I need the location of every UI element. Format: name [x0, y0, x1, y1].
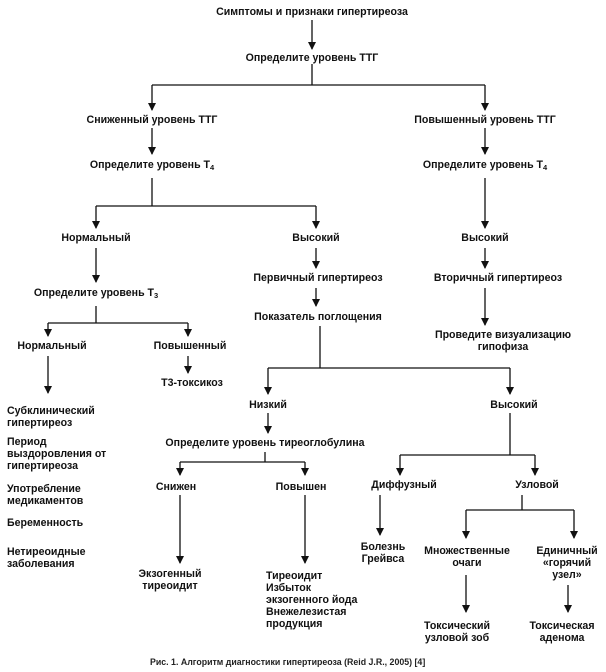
node-secondary-hyperthyroidism-label: Вторичный гипертиреоз — [433, 272, 563, 284]
node-pregnancy-label: Беременность — [7, 517, 84, 529]
node-normal-t3: Нормальный — [17, 340, 86, 352]
node-recovery-line3: гипертиреоза — [7, 460, 78, 472]
node-uptake-label: Показатель поглощения — [254, 311, 382, 323]
node-diffuse-label: Диффузный — [371, 479, 437, 491]
t4-left-subscript: 4 — [210, 163, 215, 172]
node-multiple-foci-line2: очаги — [452, 557, 482, 569]
node-increased: Повышен — [276, 481, 327, 493]
node-determine-tsh: Определите уровень ТТГ — [246, 52, 379, 64]
node-pregnancy: Беременность — [7, 517, 83, 529]
node-determine-t4-left: Определите уровень Т4 — [90, 159, 214, 171]
node-single-hot-nodule-line3: узел» — [552, 569, 582, 581]
node-determine-t4-right: Определите уровень Т4 — [423, 159, 547, 171]
node-drugs-line1: Употребление — [7, 483, 81, 495]
node-nodular-label: Узловой — [515, 479, 559, 491]
node-symptoms-label: Симптомы и признаки гипертиреоза — [216, 6, 408, 18]
node-symptoms: Симптомы и признаки гипертиреоза — [216, 6, 408, 18]
node-low-tsh-label: Сниженный уровень ТТГ — [86, 114, 218, 126]
node-low-tsh: Сниженный уровень ТТГ — [87, 114, 218, 126]
node-determine-thyroglobulin-label: Определите уровень тиреоглобулина — [165, 437, 365, 449]
node-toxic-nodular-goiter-line2: узловой зоб — [424, 632, 490, 644]
node-increased-label: Повышен — [275, 481, 327, 493]
node-subclinical-line2: гипертиреоз — [7, 417, 73, 429]
node-primary-hyperthyroidism: Первичный гипертиреоз — [253, 272, 382, 284]
node-toxic-nodular-goiter-line1: Токсический — [424, 620, 490, 632]
node-exogenous-thyroiditis-line1: Экзогенный — [138, 568, 202, 580]
node-diffuse: Диффузный — [371, 479, 436, 491]
node-thyroiditis-line2: Избыток — [266, 582, 312, 594]
node-high-uptake-label: Высокий — [490, 399, 538, 411]
node-nodular: Узловой — [515, 479, 559, 491]
node-drugs-line2: медикаментов — [7, 495, 84, 507]
node-multiple-foci-line1: Множественные — [424, 545, 510, 557]
node-secondary-hyperthyroidism: Вторичный гипертиреоз — [434, 272, 562, 284]
node-reduced-label: Снижен — [155, 481, 197, 493]
node-t3-toxicosis: Т3-токсикоз — [161, 377, 223, 389]
node-subclinical-line1: Субклинический — [7, 405, 95, 417]
node-reduced: Снижен — [156, 481, 196, 493]
node-high-t4-label: Высокий — [292, 232, 340, 244]
node-high-uptake: Высокий — [490, 399, 537, 411]
figure-caption: Рис. 1. Алгоритм диагностики гипертиреоз… — [150, 657, 426, 667]
node-primary-hyperthyroidism-label: Первичный гипертиреоз — [253, 272, 383, 284]
node-thyroiditis-line5: продукция — [266, 618, 323, 630]
node-determine-tsh-label: Определите уровень ТТГ — [245, 52, 379, 64]
node-thyroiditis-line3: экзогенного йода — [266, 594, 358, 606]
node-determine-t4-left-label: Определите уровень Т — [89, 159, 210, 171]
node-determine-t4-right-label: Определите уровень Т — [422, 159, 543, 171]
node-high-t4: Высокий — [292, 232, 339, 244]
node-high-t4-right-label: Высокий — [461, 232, 509, 244]
node-single-hot-nodule-line2: «горячий — [542, 557, 592, 569]
t4-right-subscript: 4 — [543, 163, 548, 172]
node-determine-t3: Определите уровень Т3 — [34, 287, 158, 299]
node-low-uptake: Низкий — [249, 399, 287, 411]
t3-subscript: 3 — [154, 291, 159, 300]
node-recovery-line1: Период — [7, 436, 47, 448]
node-exogenous-thyroiditis-line2: тиреоидит — [142, 580, 198, 592]
node-normal-t4: Нормальный — [61, 232, 130, 244]
node-t3-toxicosis-label: Т3-токсикоз — [161, 377, 223, 389]
node-toxic-adenoma-line1: Токсическая — [529, 620, 595, 632]
node-uptake: Показатель поглощения — [254, 311, 382, 323]
node-elevated-t3-label: Повышенный — [153, 340, 227, 352]
node-recovery-line2: выздоровления от — [7, 448, 107, 460]
node-elevated-t3: Повышенный — [154, 340, 227, 352]
node-nonthyroid-line2: заболевания — [7, 558, 75, 570]
node-toxic-adenoma-line2: аденома — [539, 632, 585, 644]
node-graves-line2: Грейвса — [361, 553, 405, 565]
node-normal-t4-label: Нормальный — [61, 232, 131, 244]
node-pituitary-imaging-line2: гипофиза — [477, 341, 529, 353]
node-high-t4-right: Высокий — [461, 232, 508, 244]
node-single-hot-nodule-line1: Единичный — [536, 545, 598, 557]
node-thyroiditis-line1: Тиреоидит — [266, 570, 323, 582]
node-thyroiditis-line4: Внежелезистая — [266, 606, 347, 618]
node-high-tsh: Повышенный уровень ТТГ — [414, 114, 555, 126]
node-nonthyroid-line1: Нетиреоидные — [7, 546, 86, 558]
node-normal-t3-label: Нормальный — [17, 340, 87, 352]
node-pituitary-imaging-line1: Проведите визуализацию — [434, 329, 572, 341]
node-low-uptake-label: Низкий — [249, 399, 287, 411]
node-determine-thyroglobulin: Определите уровень тиреоглобулина — [165, 437, 364, 449]
node-high-tsh-label: Повышенный уровень ТТГ — [414, 114, 556, 126]
node-determine-t3-label: Определите уровень Т — [33, 287, 154, 299]
node-graves-line1: Болезнь — [360, 541, 406, 553]
